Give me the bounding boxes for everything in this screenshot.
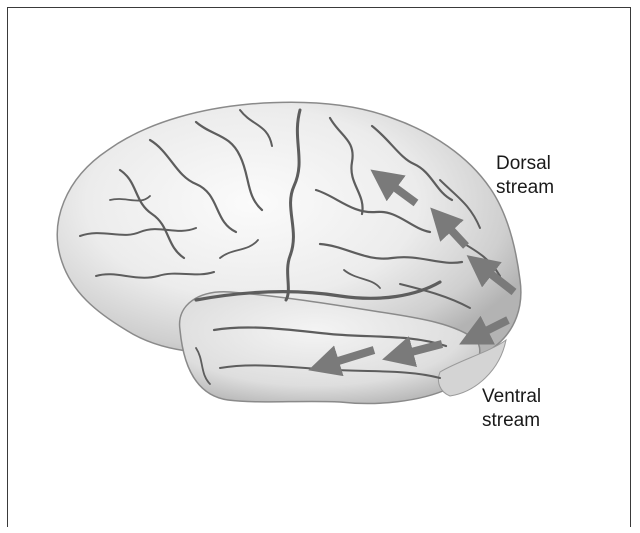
dorsal-label-line1: Dorsal: [496, 152, 554, 176]
ventral-label-line1: Ventral: [482, 385, 541, 409]
dorsal-label-line2: stream: [496, 176, 554, 200]
ventral-label-line2: stream: [482, 409, 541, 433]
ventral-stream-label: Ventral stream: [482, 385, 541, 433]
dorsal-stream-label: Dorsal stream: [496, 152, 554, 200]
